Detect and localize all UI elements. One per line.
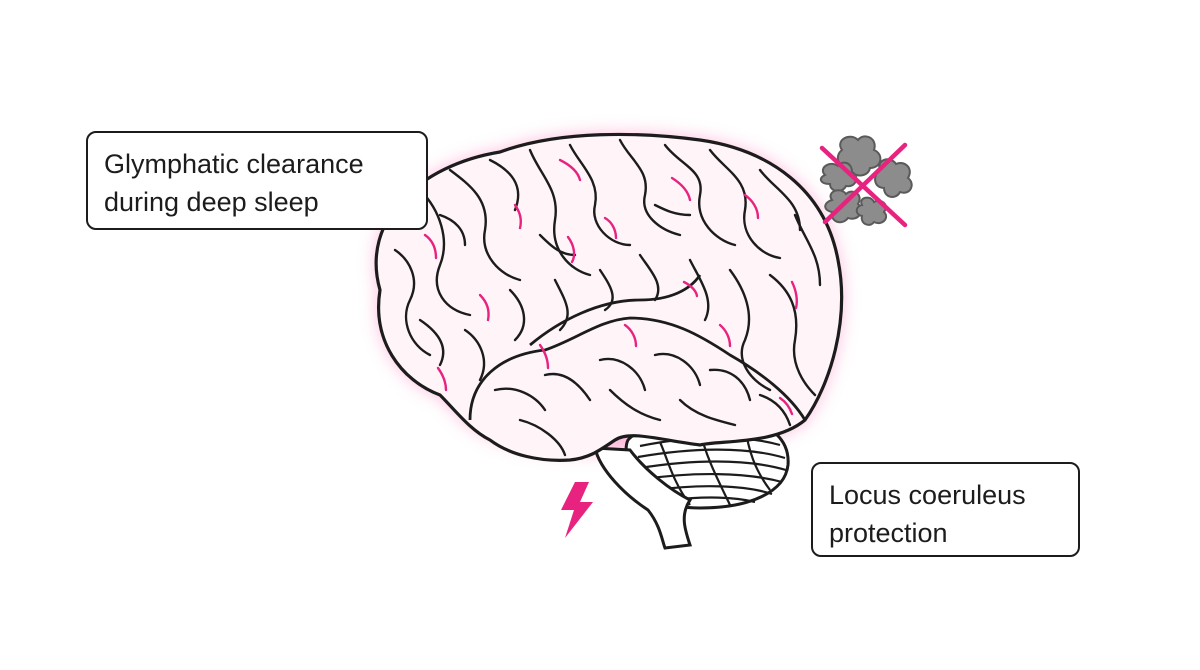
cross-mark <box>819 142 908 228</box>
cerebrum <box>374 132 844 462</box>
locus-label-line2: protection <box>829 518 948 548</box>
glymphatic-label-line2: during deep sleep <box>104 187 319 217</box>
locus-label-line1: Locus coeruleus <box>829 480 1026 510</box>
sylvian-fissure <box>529 274 702 347</box>
lightning-bolt-icon <box>561 482 593 538</box>
glymphatic-label-line1: Glymphatic clearance <box>104 149 364 179</box>
brain-stem <box>593 446 693 550</box>
locus-coeruleus-label: Locus coeruleus protection <box>811 462 1080 557</box>
brain-sulci <box>393 138 822 457</box>
crossed-out-debris-icon <box>819 135 913 228</box>
brain-icon <box>374 132 844 550</box>
glymphatic-clearance-label: Glymphatic clearance during deep sleep <box>86 131 428 230</box>
debris-clumps <box>819 135 913 226</box>
brain-accents <box>423 158 798 416</box>
temporal-lobe-edge <box>468 316 807 421</box>
